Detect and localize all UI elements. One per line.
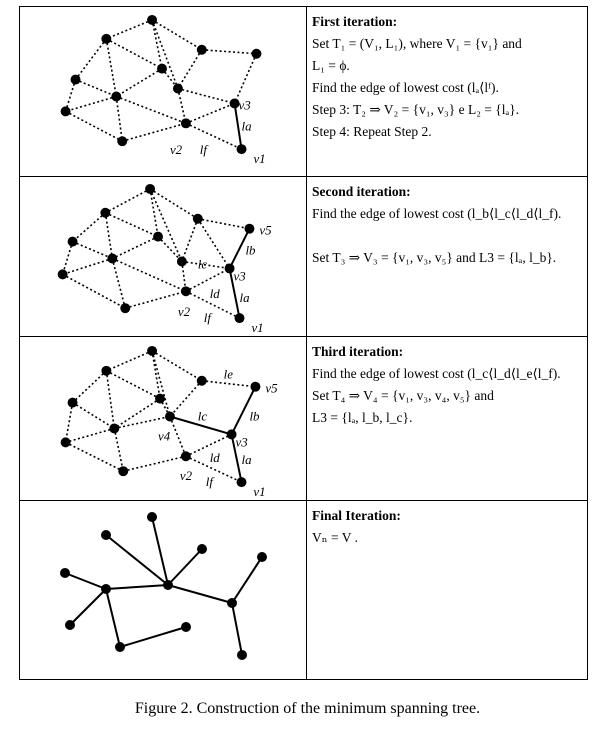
graph-diagram-3: le v5 lc lb v4 v3 ld la v2 lf v1 [60,345,278,499]
panel-third-iteration: le v5 lc lb v4 v3 ld la v2 lf v1 Third i… [20,337,587,501]
label-la: la [242,118,252,133]
label-v5: v5 [259,223,272,238]
panel-line: Vₙ = V . [312,530,358,545]
panel-heading: Second iteration: [312,184,411,199]
panel-text-2: Second iteration: Find the edge of lowes… [312,181,583,269]
label-v1: v1 [253,151,265,166]
label-ld: ld [210,450,221,465]
label-v2: v2 [178,304,191,319]
panel-line: Set T₄ ⇒ V₄ = {v₁, v₃, v₄, v₅} and [312,388,494,403]
column-divider [306,337,307,500]
panel-line: L3 = {lₐ, l_b, l_c}. [312,410,413,425]
graph-diagram-1: v3 la v2 lf v1 [60,14,266,166]
panel-line: L₁ = ϕ. [312,58,350,73]
panel-heading: Final Iteration: [312,508,401,523]
panel-text-3: Third iteration: Find the edge of lowest… [312,341,583,429]
label-v1: v1 [251,320,263,335]
label-le: le [224,367,234,382]
panel-line: Step 4: Repeat Step 2. [312,124,432,139]
panel-line: Set T₁ = (V₁, L₁), where V₁ = {v₁} and [312,36,522,51]
panel-final-iteration: Final Iteration: Vₙ = V . [20,501,587,679]
label-v3: v3 [239,97,251,112]
figure-table: v3 la v2 lf v1 First iteration: Set T₁ =… [19,6,588,680]
label-lf: lf [204,310,214,325]
panel-first-iteration: v3 la v2 lf v1 First iteration: Set T₁ =… [20,7,587,177]
column-divider [306,501,307,679]
label-lb: lb [245,243,256,258]
label-v5: v5 [265,381,278,396]
label-v2: v2 [180,468,193,483]
label-v3: v3 [234,268,246,283]
label-v1: v1 [253,484,265,499]
graph-diagram-2: v5 lb lc v3 ld la v2 lf v1 [57,183,272,335]
label-v2: v2 [170,142,183,157]
panel-line [312,225,583,247]
panel-line: Find the edge of lowest cost (l_c⟨l_d⟨l_… [312,366,561,381]
label-v3: v3 [236,434,248,449]
label-v4: v4 [158,428,171,443]
label-lc: lc [198,408,208,423]
label-la: la [240,290,250,305]
panel-heading: Third iteration: [312,344,404,359]
label-la: la [242,452,252,467]
panel-text-1: First iteration: Set T₁ = (V₁, L₁), wher… [312,11,583,143]
label-lc: lc [198,256,208,271]
panel-line: Step 3: T₂ ⇒ V₂ = {v₁, v₃} e L₂ = {lₐ}. [312,102,520,117]
graph-diagram-4 [60,512,267,660]
label-ld: ld [210,286,221,301]
column-divider [306,7,307,176]
panel-line: Set T₃ ⇒ V₃ = {v₁, v₃, v₅} and L3 = {lₐ,… [312,250,557,265]
label-lf: lf [206,474,216,489]
column-divider [306,177,307,336]
panel-text-4: Final Iteration: Vₙ = V . [312,505,583,549]
panel-heading: First iteration: [312,14,398,29]
label-lb: lb [249,408,260,423]
panel-line: Find the edge of lowest cost (lₐ⟨lᶠ). [312,80,499,95]
figure-caption: Figure 2. Construction of the minimum sp… [134,700,481,717]
panel-line: Find the edge of lowest cost (l_b⟨l_c⟨l_… [312,206,562,221]
panel-second-iteration: v5 lb lc v3 ld la v2 lf v1 Second iterat… [20,177,587,337]
label-lf: lf [200,142,210,157]
